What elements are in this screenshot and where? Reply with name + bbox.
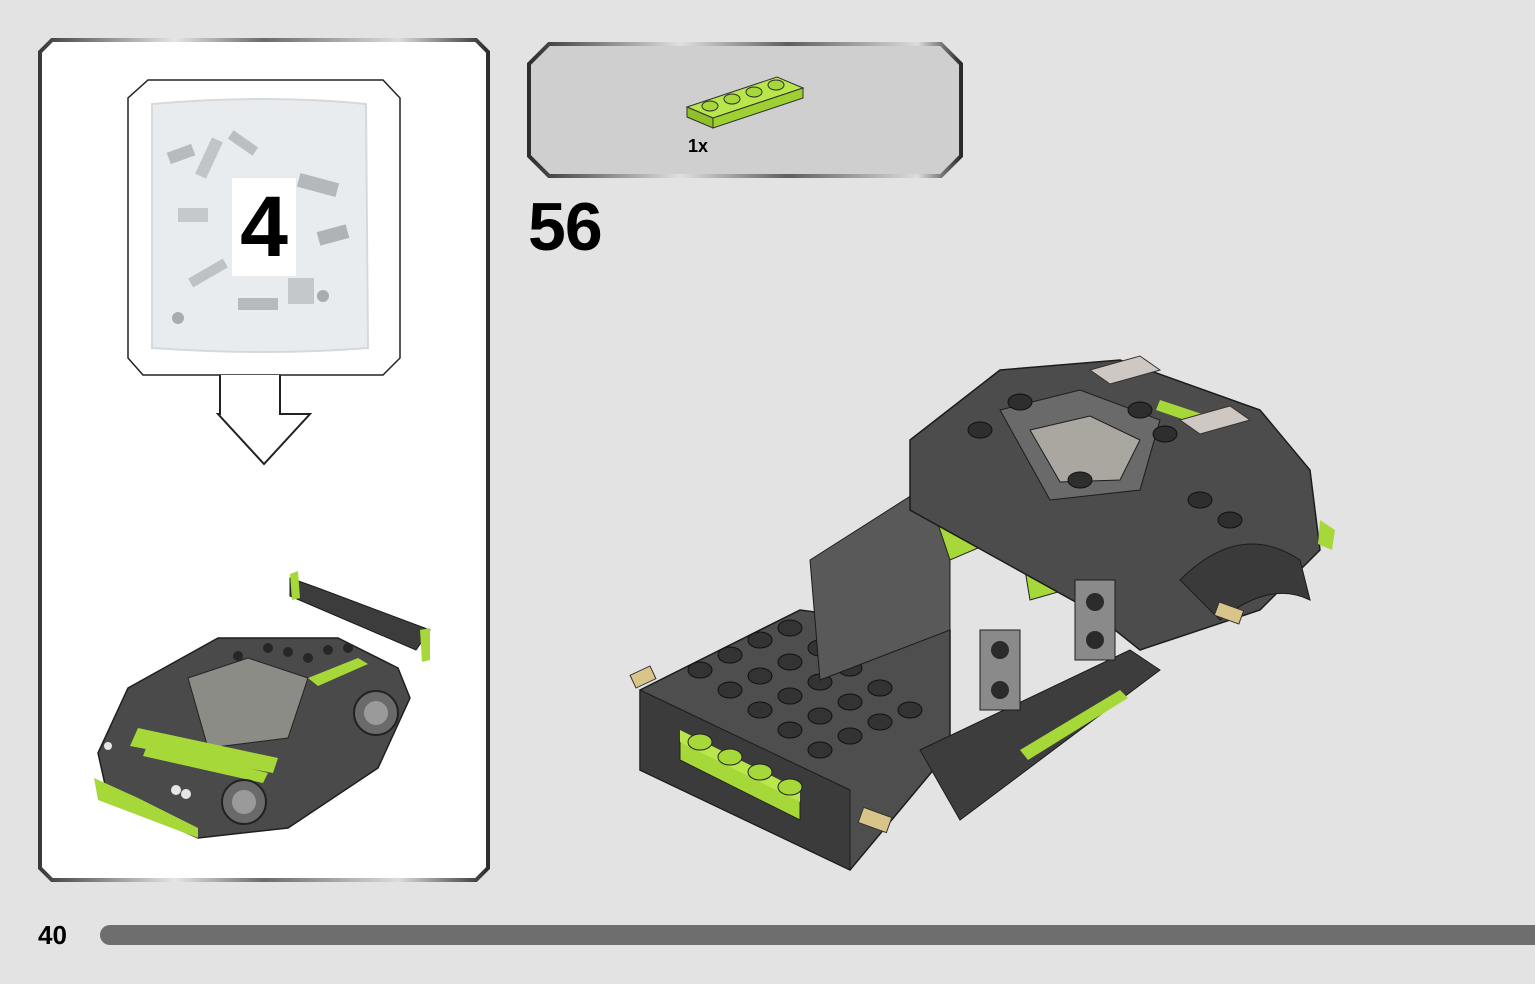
arrow-down-icon bbox=[215, 375, 313, 466]
lime-plate-part bbox=[685, 76, 805, 129]
step-model-image bbox=[620, 350, 1350, 880]
finished-model-image bbox=[94, 571, 431, 839]
progress-bar bbox=[100, 925, 1535, 945]
parts-callout-frame bbox=[527, 42, 963, 178]
step-number: 56 bbox=[528, 189, 603, 265]
page-number: 40 bbox=[38, 920, 67, 950]
sub-build-frame bbox=[38, 38, 490, 882]
bag-number: 4 bbox=[232, 178, 296, 276]
part-quantity: 1x bbox=[688, 136, 709, 156]
sub-build-panel bbox=[38, 38, 490, 882]
parts-callout bbox=[527, 42, 963, 178]
